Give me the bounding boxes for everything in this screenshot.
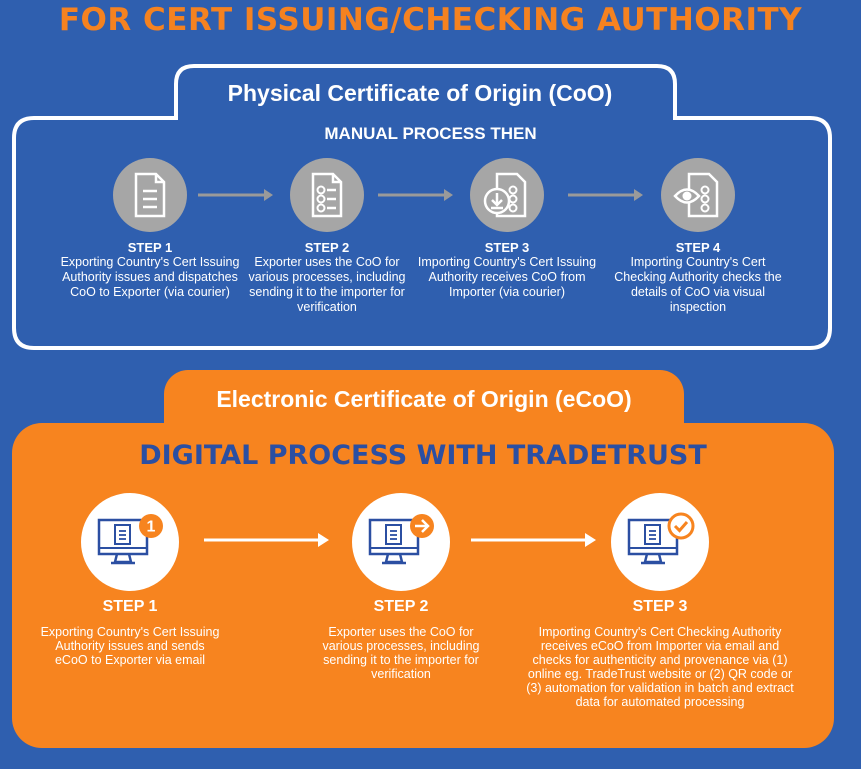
arrow-right-icon bbox=[204, 533, 329, 547]
electronic-step-3: STEP 3 Importing Country's Cert Checking… bbox=[520, 493, 800, 709]
step-label: STEP 1 bbox=[102, 598, 158, 615]
step-description: Importing Country's Cert Issuing Authori… bbox=[417, 255, 597, 299]
digital-process-subtitle: DIGITAL PROCESS WITH TRADETRUST bbox=[139, 440, 707, 471]
page-title: FOR CERT ISSUING/CHECKING AUTHORITY bbox=[58, 2, 803, 38]
step-description: Exporting Country's Cert Issuing Authori… bbox=[40, 625, 220, 667]
step-label: STEP 2 bbox=[304, 240, 350, 255]
manual-process-subtitle: MANUAL PROCESS THEN bbox=[324, 124, 537, 143]
arrow-right-icon bbox=[198, 189, 273, 201]
electronic-step-1: 1 STEP 1 Exporting Country's Cert Issuin… bbox=[40, 493, 220, 667]
step-description: Importing Country's Cert Checking Author… bbox=[614, 255, 782, 314]
step-label: STEP 1 bbox=[127, 240, 173, 255]
physical-section-outline bbox=[12, 64, 832, 350]
receive-document-icon bbox=[470, 158, 544, 232]
physical-step-4: STEP 4 Importing Country's Cert Checking… bbox=[608, 158, 788, 315]
physical-step-2: STEP 2 Exporter uses the CoO for various… bbox=[237, 158, 417, 315]
computer-forward-icon bbox=[352, 493, 450, 591]
document-icon bbox=[113, 158, 187, 232]
step-number-badge: 1 bbox=[147, 519, 156, 536]
step-label: STEP 3 bbox=[484, 240, 530, 255]
physical-step-3: STEP 3 Importing Country's Cert Issuing … bbox=[417, 158, 597, 300]
computer-check-icon bbox=[611, 493, 709, 591]
computer-number-one-icon: 1 bbox=[81, 493, 179, 591]
step-description: Importing Country's Cert Checking Author… bbox=[526, 625, 794, 709]
eye-document-icon bbox=[661, 158, 735, 232]
step-label: STEP 3 bbox=[632, 598, 688, 615]
step-description: Exporter uses the CoO for various proces… bbox=[322, 625, 480, 681]
step-label: STEP 4 bbox=[675, 240, 721, 255]
electronic-section-title: Electronic Certificate of Origin (eCoO) bbox=[216, 386, 632, 412]
arrow-right-icon bbox=[471, 533, 596, 547]
arrow-right-icon bbox=[568, 189, 643, 201]
step-description: Exporter uses the CoO for various proces… bbox=[248, 255, 406, 314]
step-label: STEP 2 bbox=[373, 598, 429, 615]
electronic-step-2: STEP 2 Exporter uses the CoO for various… bbox=[309, 493, 493, 681]
physical-section-title: Physical Certificate of Origin (CoO) bbox=[227, 80, 613, 106]
step-description: Exporting Country's Cert Issuing Authori… bbox=[60, 255, 240, 299]
physical-step-1: STEP 1 Exporting Country's Cert Issuing … bbox=[60, 158, 240, 300]
arrow-right-icon bbox=[378, 189, 453, 201]
checklist-document-icon bbox=[290, 158, 364, 232]
